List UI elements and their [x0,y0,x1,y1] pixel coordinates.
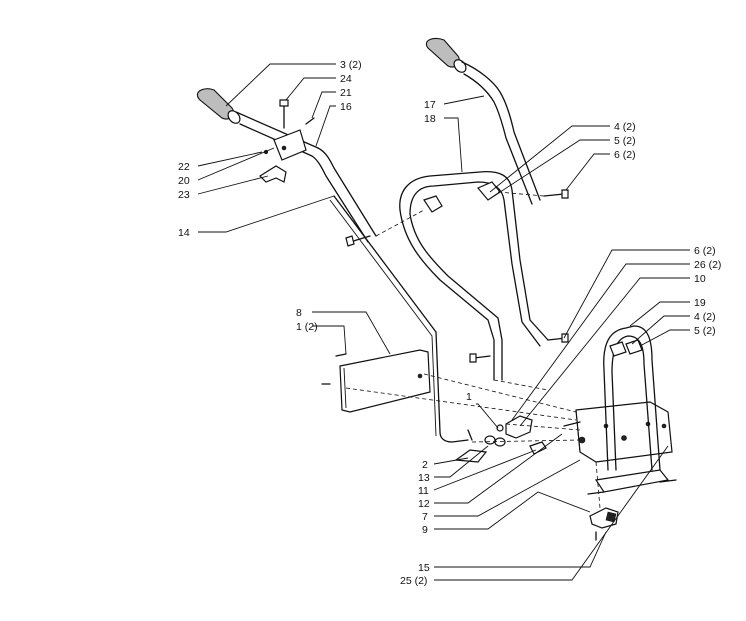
knob-right [477,181,501,201]
callout-1-pair: 1 (2) [296,321,318,333]
leader-lines [197,63,690,581]
callout-8: 8 [296,307,302,319]
callout-13: 13 [418,472,430,484]
callout-3: 3 (2) [340,59,362,71]
callout-12: 12 [418,498,430,510]
callout-labels: 3 (2) 24 21 16 22 20 23 14 17 18 4 (2) 5… [178,59,721,587]
callout-6-top: 6 (2) [614,149,636,161]
callout-23: 23 [178,189,190,201]
callout-1: 1 [466,391,472,403]
callout-25: 25 (2) [400,575,427,587]
block-10 [505,415,533,439]
left-grip [196,88,234,120]
callout-14: 14 [178,227,190,239]
left-handle [196,88,469,443]
knob-left [423,195,443,213]
callout-16: 16 [340,101,352,113]
center-parts [454,415,586,463]
callout-21: 21 [340,87,352,99]
callout-11: 11 [418,485,429,497]
callout-6-mid: 6 (2) [694,245,716,257]
right-handle [399,37,569,381]
callout-19: 19 [694,297,706,309]
callout-18: 18 [424,113,436,125]
callout-22: 22 [178,161,190,173]
callout-2: 2 [422,459,428,471]
callout-15: 15 [418,562,430,574]
base-bracket [575,325,677,541]
right-grip [426,37,460,68]
panel-8 [321,349,431,413]
callout-7: 7 [422,511,428,523]
callout-17: 17 [424,99,436,111]
callout-4-top: 4 (2) [614,121,636,133]
callout-5-right: 5 (2) [694,325,716,337]
callout-5-top: 5 (2) [614,135,636,147]
callout-26: 26 (2) [694,259,721,271]
bracket-20 [273,129,307,161]
callout-10: 10 [694,273,706,285]
callout-20: 20 [178,175,190,187]
assembly-lines [345,191,601,509]
callout-4-right: 4 (2) [694,311,716,323]
clip-23 [259,165,287,183]
callout-9: 9 [422,524,428,536]
callout-24: 24 [340,73,352,85]
